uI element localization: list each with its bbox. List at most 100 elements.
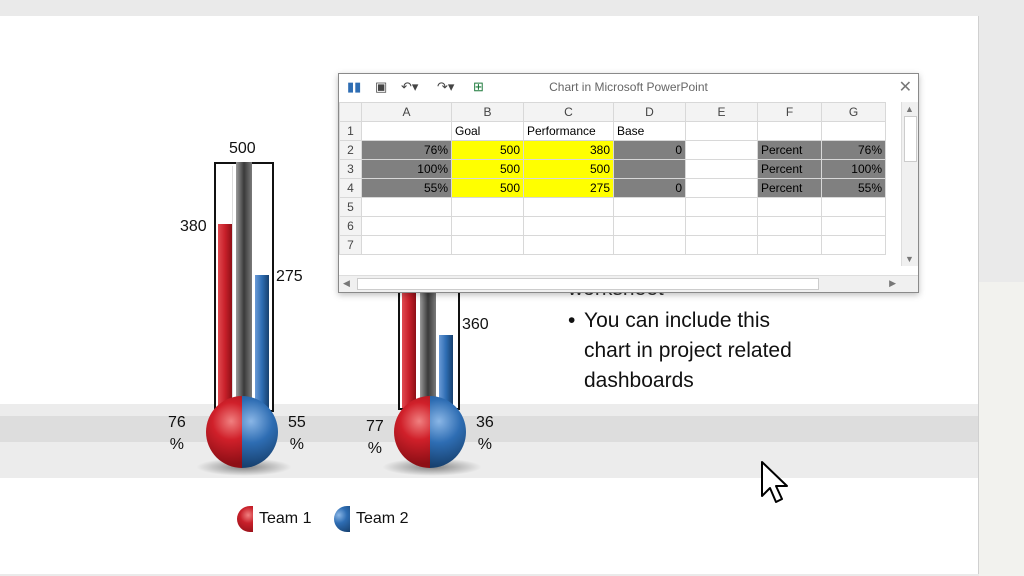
team2-column xyxy=(255,275,269,408)
cell[interactable]: Percent xyxy=(757,159,822,179)
cell[interactable] xyxy=(451,197,524,217)
team2-percent-label: 55 % xyxy=(288,414,306,453)
scroll-thumb[interactable] xyxy=(904,116,917,162)
cell[interactable]: 500 xyxy=(523,159,614,179)
cell[interactable] xyxy=(613,235,686,255)
cell[interactable] xyxy=(451,235,524,255)
cell[interactable]: 100% xyxy=(821,159,886,179)
excel-icon[interactable]: ⊞ xyxy=(473,79,484,94)
team1-percent-label: 76 % xyxy=(168,414,186,453)
cell[interactable]: 55% xyxy=(361,178,452,198)
cell[interactable] xyxy=(821,216,886,236)
column-header[interactable]: F xyxy=(757,102,822,122)
cell[interactable] xyxy=(523,235,614,255)
team2-percent-label: 36 % xyxy=(476,414,494,453)
chart-icon: ▮▮ xyxy=(347,79,362,94)
corner-cell[interactable] xyxy=(339,102,362,122)
goal-column xyxy=(236,162,252,408)
column-header[interactable]: D xyxy=(613,102,686,122)
scroll-left-icon[interactable]: ◀ xyxy=(343,278,350,288)
undo-icon[interactable]: ↶▾ xyxy=(401,79,419,94)
column-header[interactable]: C xyxy=(523,102,614,122)
row-header[interactable]: 3 xyxy=(339,159,362,179)
spreadsheet-grid[interactable]: A B C D E F G 1 Goal Performance Base 2 … xyxy=(339,102,886,255)
cell[interactable]: Goal xyxy=(451,121,524,141)
save-icon[interactable]: ▣ xyxy=(375,79,388,94)
cell[interactable] xyxy=(685,121,758,141)
cell[interactable] xyxy=(821,121,886,141)
cell[interactable] xyxy=(757,121,822,141)
team2-track xyxy=(439,290,453,335)
cell[interactable] xyxy=(821,235,886,255)
cell[interactable]: 76% xyxy=(361,140,452,160)
team2-value-label: 360 xyxy=(462,316,489,333)
team2-value-label: 275 xyxy=(276,268,303,285)
hscroll-thumb[interactable] xyxy=(357,278,819,290)
cell[interactable]: Percent xyxy=(757,178,822,198)
cell[interactable]: 100% xyxy=(361,159,452,179)
slide-band-dark xyxy=(0,416,978,442)
legend-team1-label: Team 1 xyxy=(259,510,312,528)
team1-column xyxy=(218,224,232,408)
chart-data-window[interactable]: ▮▮ ▣ ↶▾ ↷▾ ⊞ Chart in Microsoft PowerPoi… xyxy=(338,73,919,293)
cell[interactable]: 0 xyxy=(613,140,686,160)
redo-icon[interactable]: ↷▾ xyxy=(437,79,455,94)
cell[interactable] xyxy=(361,121,452,141)
goal-value-label: 500 xyxy=(229,140,256,157)
team2-column xyxy=(439,335,453,408)
cell[interactable]: 500 xyxy=(451,140,524,160)
cell[interactable] xyxy=(613,216,686,236)
cell[interactable] xyxy=(685,197,758,217)
background-strip xyxy=(979,282,1024,576)
cell[interactable]: Base xyxy=(613,121,686,141)
cell[interactable]: 55% xyxy=(821,178,886,198)
cell[interactable] xyxy=(361,216,452,236)
cell[interactable]: 0 xyxy=(613,178,686,198)
cell[interactable] xyxy=(757,216,822,236)
bullet-item: • You can include this chart in project … xyxy=(568,306,818,396)
row-header[interactable]: 5 xyxy=(339,197,362,217)
column-header[interactable]: G xyxy=(821,102,886,122)
cell[interactable] xyxy=(361,235,452,255)
cell[interactable] xyxy=(523,216,614,236)
close-icon[interactable]: ✕ xyxy=(898,79,912,96)
cell[interactable] xyxy=(613,197,686,217)
cell[interactable] xyxy=(757,235,822,255)
cell[interactable]: 380 xyxy=(523,140,614,160)
cell[interactable]: 500 xyxy=(451,178,524,198)
cell[interactable] xyxy=(685,235,758,255)
cell[interactable]: Performance xyxy=(523,121,614,141)
cell[interactable] xyxy=(361,197,452,217)
cell[interactable]: Percent xyxy=(757,140,822,160)
cell[interactable] xyxy=(685,140,758,160)
cell[interactable] xyxy=(821,197,886,217)
cell[interactable] xyxy=(613,159,686,179)
row-header[interactable]: 6 xyxy=(339,216,362,236)
cell[interactable]: 275 xyxy=(523,178,614,198)
cell[interactable] xyxy=(685,216,758,236)
vertical-scrollbar[interactable]: ▲ ▼ xyxy=(901,102,918,266)
row-header[interactable]: 2 xyxy=(339,140,362,160)
legend-team1: Team 1 xyxy=(237,506,311,532)
horizontal-scrollbar[interactable]: ◀ ▶ xyxy=(339,275,918,292)
scroll-right-icon[interactable]: ▶ xyxy=(889,278,896,288)
team1-column xyxy=(402,290,416,408)
row-header[interactable]: 4 xyxy=(339,178,362,198)
cell[interactable] xyxy=(451,216,524,236)
cell[interactable] xyxy=(523,197,614,217)
scroll-down-icon[interactable]: ▼ xyxy=(905,254,914,264)
team2-swatch-icon xyxy=(334,506,350,532)
column-header[interactable]: E xyxy=(685,102,758,122)
cell[interactable] xyxy=(685,178,758,198)
cell[interactable] xyxy=(685,159,758,179)
window-titlebar[interactable]: ▮▮ ▣ ↶▾ ↷▾ ⊞ Chart in Microsoft PowerPoi… xyxy=(339,74,918,100)
column-header[interactable]: B xyxy=(451,102,524,122)
cell[interactable]: 76% xyxy=(821,140,886,160)
row-header[interactable]: 1 xyxy=(339,121,362,141)
legend-team2: Team 2 xyxy=(334,506,408,532)
row-header[interactable]: 7 xyxy=(339,235,362,255)
cell[interactable] xyxy=(757,197,822,217)
scroll-up-icon[interactable]: ▲ xyxy=(905,104,914,114)
cell[interactable]: 500 xyxy=(451,159,524,179)
column-header[interactable]: A xyxy=(361,102,452,122)
